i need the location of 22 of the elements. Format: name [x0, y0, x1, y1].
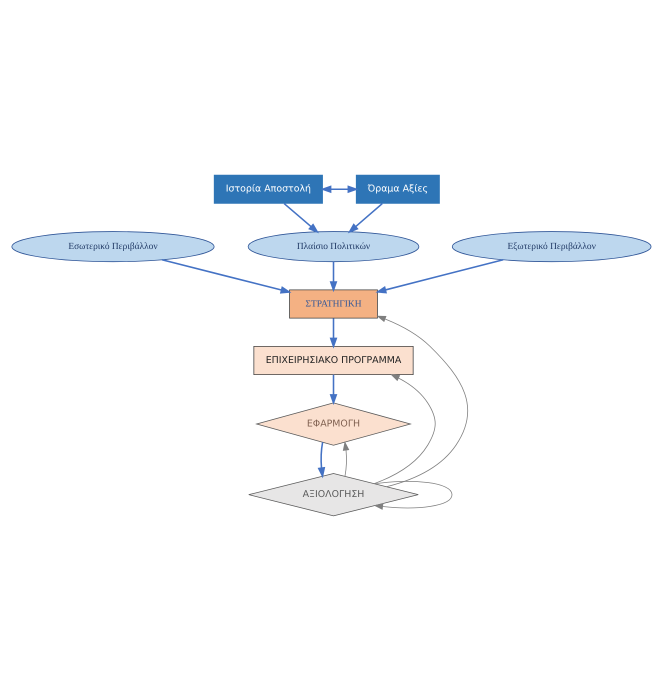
- arrow: [330, 318, 338, 349]
- node-ellipse: Πλαίσιο Πολιτικών: [248, 231, 420, 262]
- arrow: [375, 259, 504, 294]
- arrow: [374, 481, 452, 510]
- node-box: Ιστορία Αποστολή: [214, 174, 323, 204]
- arrow: [374, 374, 436, 484]
- arrow: [376, 316, 468, 488]
- node-ellipse: Εξωτερικό Περιβάλλον: [452, 231, 652, 262]
- node-diamond: ΑΞΙΟΛΟΓΗΣΗ: [248, 473, 419, 516]
- node-box: ΣΤΡΑΤΗΓΙΚΗ: [289, 289, 378, 318]
- node-ellipse: Εσωτερικό Περιβάλλον: [11, 231, 215, 262]
- arrow: [320, 185, 359, 194]
- node-box: Όραμα Αξίες: [356, 174, 440, 204]
- arrow: [348, 202, 383, 234]
- arrow: [318, 442, 326, 478]
- node-diamond: ΕΦΑΡΜΟΓΗ: [255, 402, 412, 446]
- node-box: ΕΠΙΧΕΙΡΗΣΙΑΚΟ ΠΡΟΓΡΑΜΜΑ: [253, 346, 414, 375]
- arrow: [162, 259, 292, 294]
- arrow: [330, 262, 338, 292]
- arrow: [284, 202, 319, 234]
- arrow: [330, 374, 338, 406]
- arrow: [342, 441, 350, 477]
